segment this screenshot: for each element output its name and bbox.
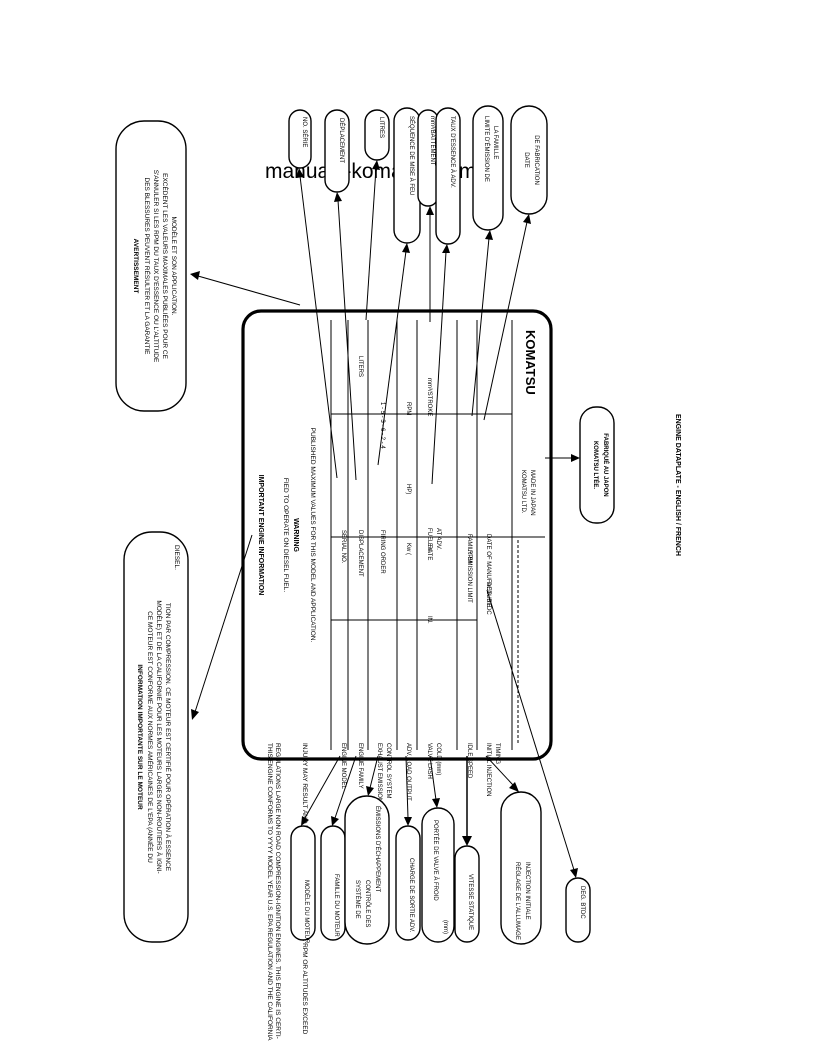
svg-text:RÉGLAGE DE L'ALLUMAGE: RÉGLAGE DE L'ALLUMAGE [514,862,521,940]
callout-taux-essence: TAUX D'ESSENCE À ADV. [435,107,461,245]
field-family-emission-limit: FAMILY EMISSION LIMIT [466,534,472,603]
callout-sequence: SÉQUENCE DE MISE À FEU [393,107,421,244]
callout-portee: PORTÉE DE VALVE À FROID (mm) [421,807,455,943]
field-adv-load-output: ADV. LOAD OUTPUT [405,743,411,801]
svg-text:DÉPLACEMENT: DÉPLACEMENT [338,118,345,163]
svg-text:DATE: DATE [523,152,529,168]
svg-text:CONTRÔLE DES: CONTRÔLE DES [364,880,371,927]
information-line-1: CE MOTEUR EST CONFORME AUX NORMES AMÉRIC… [146,611,155,863]
field-hp: HP) [405,484,411,494]
information-title: INFORMATION IMPORTANTE SUR LE MOTEUR [136,664,143,810]
svg-text:ÉMISSIONS D'ÉCHAPPEMENT: ÉMISSIONS D'ÉCHAPPEMENT [374,806,381,892]
callout-charge: CHARGE DE SORTIE ADV. [395,825,421,941]
maker-origin: MADE IN JAPAN [529,470,535,516]
information-line-3: TION PAR COMPRESSION. CE MOTEUR EST CERT… [164,603,173,872]
maker-name: KOMATSU LTD. [520,470,526,514]
callout-battement: mm³/BATTEMENT [417,109,439,207]
svg-text:PORTÉE DE VALVE À FROID: PORTÉE DE VALVE À FROID [432,820,439,901]
svg-text:LIMITE D'ÉMISSION DE: LIMITE D'ÉMISSION DE [483,116,490,182]
information-line-4: DIESEL. [173,545,180,570]
svg-text:MODÈLE DU MOTEUR: MODÈLE DU MOTEUR [303,880,310,944]
information-line-2: MODÈLE) ET DE LA CALIFORNIE POUR LES MOT… [155,600,164,873]
callout-avertissement: AVERTISSEMENT DES BLESSURES PEUVENT RÉSU… [115,120,187,412]
callout-systeme: SYSTÈME DE CONTRÔLE DES ÉMISSIONS D'ÉCHA… [344,795,390,945]
field-serial-no: SERIAL NO. [340,530,346,564]
field-in: IN. [426,616,432,624]
field-fuel-rate-line-1: FUEL RATE [426,528,432,560]
avertissement-line-1: DES BLESSURES PEUVENT RÉSULTER ET LA GAR… [143,178,152,356]
figure-caption: ENGINE DATAPLATE - ENGLISH / FRENCH [674,414,681,556]
field-fuel-rate-line-2: AT ADV. [435,528,441,550]
svg-text:mm³/BATTEMENT: mm³/BATTEMENT [429,116,435,166]
svg-text:CHARGE DE SORTIE ADV.: CHARGE DE SORTIE ADV. [408,858,414,933]
svg-text:DEG. BTDC: DEG. BTDC [579,886,585,919]
callout-reglage: RÉGLAGE DE L'ALLUMAGE INJECTION INITIALE [500,791,542,945]
callout-deplacement: DÉPLACEMENT [324,109,350,193]
avertissement-line-2: S'ANNULER SI LES RPM DU TAUX D'ESSENCE O… [152,170,159,363]
svg-text:INJECTION INITIALE: INJECTION INITIALE [524,862,530,920]
plate-header-line-3: FIED TO OPERATE ON DIESEL FUEL. [282,478,289,592]
callout-vitesse: VITESSE STATIQUE [454,845,480,943]
svg-text:(mm): (mm) [442,920,448,934]
svg-text:FABRIQUÉ AU JAPON: FABRIQUÉ AU JAPON [602,433,610,496]
field-engine-model: ENGINE MODEL [340,743,346,790]
field-initial-injection-line-2: TIMING [494,743,500,764]
svg-text:FAMILLE DU MOTEUR: FAMILLE DU MOTEUR [333,874,339,937]
svg-text:LA FAMILLE: LA FAMILLE [492,126,498,159]
field-liters: LITERS [357,356,363,377]
svg-text:VITESSE STATIQUE: VITESSE STATIQUE [467,874,473,930]
field-idle-speed: IDLE SPEED [466,743,472,779]
field-initial-injection-line-1: INITIAL INJECTION [485,743,491,796]
komatsu-logo: KOMATSU [523,330,538,395]
callout-date-fabrication: DATE DE FABRICATION [510,105,548,215]
plate-title: IMPORTANT ENGINE INFORMATION [257,475,264,596]
callout-litres: LITRES [364,109,390,161]
callout-no-serie: NO. SÉRIE [288,109,312,169]
field-rpm-2: RPM [466,550,472,563]
avertissement-line-3: EXCÈDENT LES VALEURS MAXIMALES PUBLIÉES … [161,173,170,359]
field-rpm-1: RPM [405,402,411,415]
callout-deg-btdc: DEG. BTDC [565,877,591,943]
callout-komatsu: KOMATSU LTÉE. FABRIQUÉ AU JAPON [579,406,615,524]
field-engine-family: ENGINE FAMILY [357,743,363,789]
field-kw: Kw ( [405,543,411,555]
field-displacement: DISPLACEMENT [357,530,363,577]
field-exhaust-line-1: EXHAUST EMISSION [376,743,382,802]
plate-warning-title: WARNING [292,518,299,552]
field-valve-lash-line-2: COLD (mm) [435,743,441,775]
field-ex: EX. [426,543,432,553]
field-firing-order: FIRING ORDER [379,530,385,574]
svg-text:KOMATSU LTÉE.: KOMATSU LTÉE. [592,441,600,489]
callout-modele-moteur: MODÈLE DU MOTEUR [290,825,316,944]
svg-text:DE FABRICATION: DE FABRICATION [533,135,539,185]
plate-warning-line-2: PUBLISHED MAXIMUM VALUES FOR THIS MODEL … [309,428,316,643]
field-valve-lash-line-1: VALVE LASH [426,743,432,779]
svg-text:LITRES: LITRES [378,117,384,138]
svg-text:SYSTÈME DE: SYSTÈME DE [354,880,361,919]
field-deg-btdc: DEG. BTDC [485,582,491,615]
field-exhaust-line-2: CONTROL SYSTEM [385,743,391,798]
svg-text:SÉQUENCE DE MISE À FEU: SÉQUENCE DE MISE À FEU [408,116,415,195]
plate-header-line-2: REGULATIONS LARGE NON ROAD COMPRESSION-I… [274,743,281,1039]
svg-text:TAUX D'ESSENCE À ADV.: TAUX D'ESSENCE À ADV. [449,116,456,188]
callout-information: INFORMATION IMPORTANTE SUR LE MOTEUR CE … [123,531,189,943]
avertissement-line-4: MODÈLE ET SON APPLICATION. [170,216,179,315]
field-stroke: mm³/STROKE [426,378,432,416]
callout-limite: LIMITE D'ÉMISSION DE LA FAMILLE [472,105,504,231]
field-firing-values: 1 - 5 - 3 - 6 - 2 - 4 [379,402,385,449]
leader-lines [190,160,580,878]
svg-text:NO. SÉRIE: NO. SÉRIE [301,117,308,147]
plate-header-line-1: THIS ENGINE CONFORMS TO YYYY MODEL YEAR … [266,743,273,1041]
avertissement-title: AVERTISSEMENT [132,239,139,294]
callout-famille-moteur: FAMILLE DU MOTEUR [320,825,346,941]
field-date-of-manufacture: DATE OF MANUFACTURE [485,534,491,607]
